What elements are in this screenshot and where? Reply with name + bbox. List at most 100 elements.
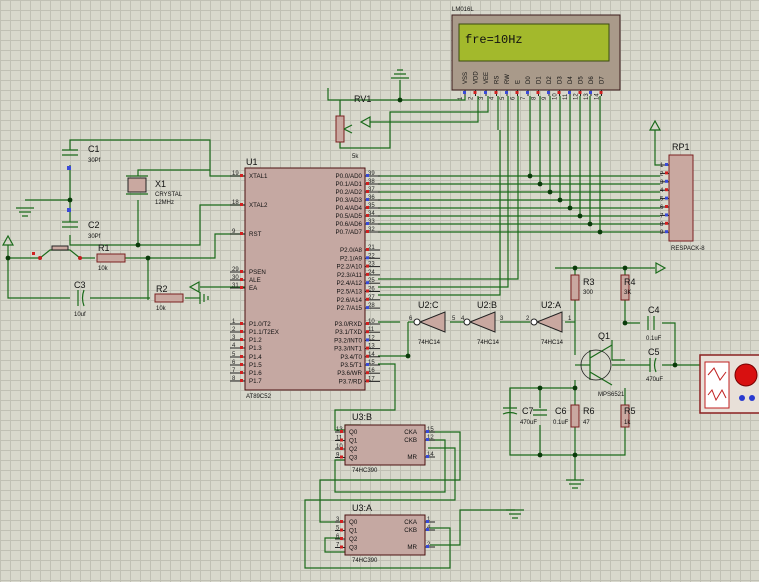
r2-resistor[interactable]: R2 10k [154,284,184,312]
u2c-part: 74HC14 [418,340,441,346]
c6-ref: C6 [555,406,567,416]
lcd-pin-label: D4 [568,76,574,84]
counter-pin-name: CKB [404,437,417,444]
q1-transistor[interactable]: Q1 MPS6521 [575,331,625,398]
c7-capacitor[interactable]: C7 470uF [502,406,537,426]
lcd-module[interactable]: LM016L fre=10Hz VSS1VDD2VEE3RS4RW5E6D07D… [451,7,621,100]
lcd-screen [458,23,610,62]
c6-value: 0.1uF [553,420,569,426]
u1-pin-name: P2.0/A8 [340,247,363,254]
r2-ref: R2 [156,284,168,294]
counter-pin-name: MR [407,454,417,461]
rp1-pin-number: 4 [660,188,664,194]
reset-button[interactable] [32,245,82,260]
rp1-pin-number: 1 [660,163,664,169]
counter-pin-number: 13 [336,427,343,433]
u1-pin-name: XTAL2 [249,202,268,209]
u1-pin-number: 7 [232,368,236,374]
u1-pin-number: 11 [368,327,375,333]
svg-text:3: 3 [500,316,504,322]
r1-resistor[interactable]: R1 10k [96,243,126,272]
u3b-part: 74HC390 [352,468,378,474]
u1-pin-number: 28 [368,303,375,309]
x1-type: CRYSTAL [155,192,183,198]
u1-pin-name: P0.2/AD2 [336,189,363,196]
u1-pin-name: P3.5/T1 [340,362,362,369]
c2-capacitor[interactable]: C2 30Pf [62,208,101,240]
counter-pin-number: 5 [336,526,340,532]
r1-value: 10k [98,266,109,272]
u1-pin-name: P0.6/AD6 [336,221,363,228]
u3a-counter[interactable]: U3:A 74HC390 3Q05Q16Q27Q31CKA4CKB2MR [335,503,435,564]
u1-pin-number: 16 [368,368,375,374]
rv1-potentiometer[interactable]: RV1 5k [335,94,371,160]
lcd-pin-number: 10 [553,93,559,100]
u1-pin-number: 12 [368,335,375,341]
lcd-pin-number: 5 [500,96,506,100]
u1-pin-number: 33 [368,219,375,225]
r5-resistor[interactable]: R5 1k [620,404,636,428]
u3a-body [344,514,426,556]
x1-crystal[interactable]: X1 CRYSTAL 12MHz [126,175,183,206]
u1-pin-name: P2.2/A10 [337,264,363,271]
counter-pin-name: Q2 [349,536,358,543]
lcd-pin-label: RS [495,76,501,84]
counter-pin-number: 3 [336,517,340,523]
r3-resistor[interactable]: R3 300 [570,274,595,301]
u1-pin-name: P1.3 [249,345,262,352]
u1-pin-number: 1 [232,319,236,325]
u2a-ref: U2:A [541,300,561,310]
lcd-display-text: fre=10Hz [465,33,523,47]
u2c-ref: U2:C [418,300,439,310]
signal-generator-instrument[interactable] [699,354,759,414]
lcd-pin-number: 9 [542,96,548,100]
counter-pin-name: Q0 [349,429,358,436]
lcd-pins: VSS1VDD2VEE3RS4RW5E6D07D18D29D310D411D51… [458,71,606,100]
u1-pin-number: 26 [368,287,375,293]
c6-capacitor[interactable]: C6 0.1uF [533,406,569,426]
u1-pin-name: P0.4/AD4 [336,205,363,212]
r6-value: 47 [583,420,590,426]
r5-value: 1k [624,420,631,426]
u1-pin-name: P3.7/RD [339,378,363,385]
lcd-pin-number: 4 [490,96,496,100]
r4-resistor[interactable]: R4 3K [620,274,636,301]
q1-ref: Q1 [598,331,610,341]
lcd-pin-number: 11 [563,93,569,100]
lcd-title: LM016L [452,7,474,13]
c5-capacitor[interactable]: C5 470uF [646,347,663,383]
lcd-pin-label: D0 [526,76,532,84]
svg-text:2: 2 [526,316,530,322]
c3-capacitor[interactable]: C3 10uf [74,280,86,318]
u1-pin-name: P2.3/A11 [337,272,363,279]
c1-capacitor[interactable]: C1 30Pf [62,144,101,170]
rp1-pin-number: 6 [660,205,664,211]
u1-pin-name: P3.0/RXD [334,321,362,328]
u1-pin-number: 3 [232,335,236,341]
c1-value: 30Pf [88,158,101,164]
counter-pin-name: Q1 [349,528,358,535]
counter-pin-number: 7 [336,543,340,549]
u1-pin-name: P3.2/INT0 [334,337,362,344]
u1-pin-number: 2 [232,327,236,333]
lcd-pin-label: D5 [579,76,585,84]
r6-resistor[interactable]: R6 47 [570,404,595,428]
u1-pin-number: 14 [368,352,375,358]
u1-pin-name: P0.7/AD7 [336,229,363,236]
u2b-ref: U2:B [477,300,497,310]
u3a-pins: 3Q05Q16Q27Q31CKA4CKB2MR [335,517,435,552]
r4-ref: R4 [624,277,636,287]
r4-value: 3K [624,290,631,296]
u1-pin-number: 22 [368,253,375,259]
c4-capacitor[interactable]: C4 0.1uF [646,305,662,342]
u1-pin-name: P3.6/WR [337,370,362,377]
lcd-pin-label: VEE [484,72,490,84]
